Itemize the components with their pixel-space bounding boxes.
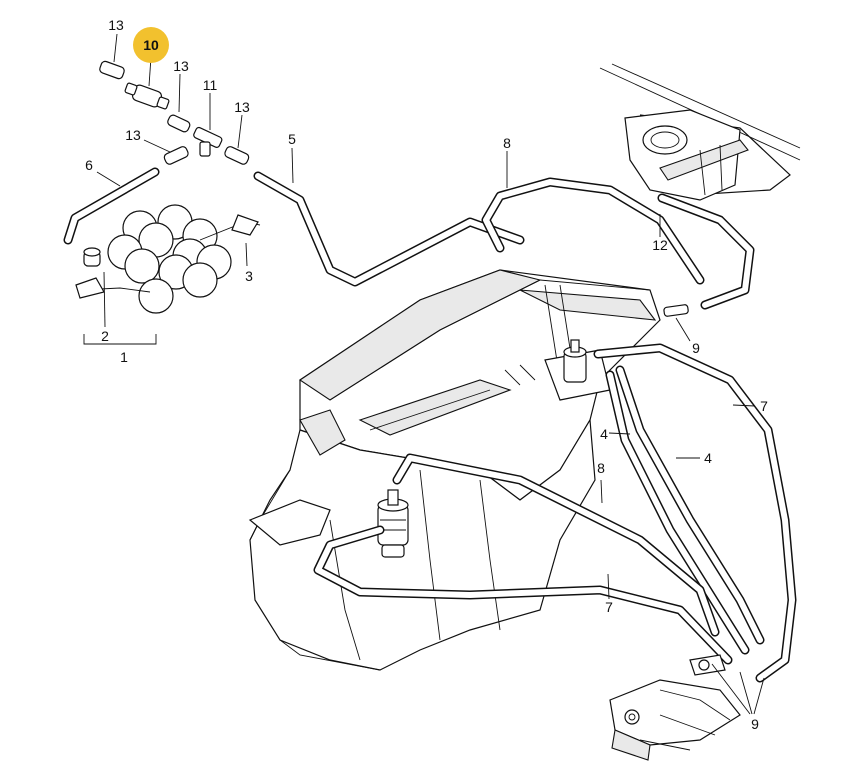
callout-9: 9 — [692, 340, 700, 356]
body-panel — [599, 63, 801, 201]
callout-2: 2 — [101, 328, 109, 344]
hose-12-loop — [657, 193, 755, 310]
t-piece-11 — [193, 126, 223, 157]
callout-4: 4 — [600, 426, 608, 442]
callout-labels: 10 13 13 11 13 13 6 5 8 12 3 2 1 9 7 4 4… — [85, 17, 768, 732]
callout-1: 1 — [120, 349, 128, 365]
hose-piece-13-b — [167, 114, 191, 133]
callout-10: 10 — [143, 37, 159, 53]
hose-8-lower — [392, 453, 720, 637]
callout-8: 8 — [597, 460, 605, 476]
check-valve-10 — [124, 82, 170, 110]
callout-5: 5 — [288, 131, 296, 147]
hose-5 — [253, 171, 525, 287]
callout-13: 13 — [173, 58, 189, 74]
hose-piece-13-top — [99, 60, 125, 80]
callout-8: 8 — [503, 135, 511, 151]
callout-6: 6 — [85, 157, 93, 173]
highlight-circle-10 — [133, 27, 169, 63]
callout-3: 3 — [245, 268, 253, 284]
hose-piece-13-c — [224, 146, 250, 165]
upper-pump — [563, 339, 587, 383]
nozzle-bracket — [609, 654, 741, 761]
callout-4: 4 — [704, 450, 712, 466]
nozzle-2 — [75, 247, 105, 299]
callout-11: 11 — [203, 77, 218, 93]
connector-9-upper — [663, 304, 689, 317]
callout-7: 7 — [605, 599, 613, 615]
callout-12: 12 — [652, 237, 668, 253]
hose-6 — [63, 167, 160, 245]
leader-lines — [83, 33, 765, 715]
hose-7-right — [593, 343, 797, 683]
washer-reservoir — [248, 269, 661, 671]
callout-9: 9 — [751, 716, 759, 732]
nozzle-set-1 — [79, 204, 261, 314]
hose-piece-13-d — [163, 146, 189, 165]
callout-13: 13 — [234, 99, 250, 115]
callout-13: 13 — [125, 127, 141, 143]
callout-13: 13 — [108, 17, 124, 33]
lower-pump — [377, 489, 409, 558]
callout-7: 7 — [760, 398, 768, 414]
hose-7-lower — [313, 525, 733, 665]
hose-4-bundle — [605, 365, 765, 655]
